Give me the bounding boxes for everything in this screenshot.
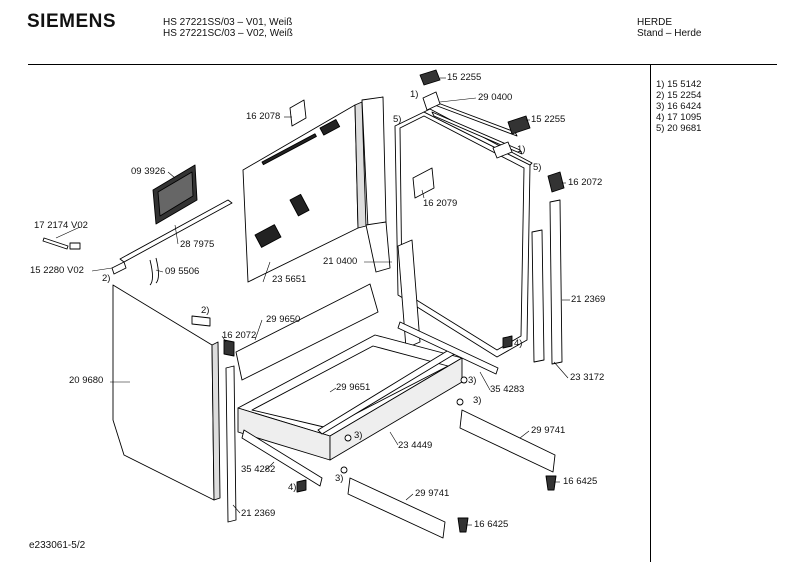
front-strip-left: [225, 365, 237, 523]
callout-label: 4): [288, 482, 297, 493]
screw: [460, 376, 468, 384]
part-label: 35 4282: [241, 464, 276, 475]
part-label: 29 9741: [531, 425, 566, 436]
top-rail-inner: [431, 111, 523, 155]
callout-label: 5): [533, 162, 542, 173]
callout-label: 1): [410, 89, 419, 100]
legend-item-5: 5) 20 9681: [656, 123, 702, 134]
legend-item-3: 3) 16 6424: [656, 101, 702, 112]
category-line-1: HERDE: [637, 17, 673, 28]
callout-label: 3): [468, 375, 477, 386]
part-label: 21 2369: [571, 294, 606, 305]
part-label: 35 4283: [490, 384, 525, 395]
callout-label: 1): [517, 144, 526, 155]
callout-label: 3): [473, 395, 482, 406]
guide-rail-left: [241, 429, 323, 487]
part-label: 29 0400: [478, 92, 513, 103]
pin-part: [42, 237, 69, 250]
drawing-reference: e233061-5/2: [29, 540, 86, 551]
top-clip: [422, 91, 441, 111]
back-panel: [242, 101, 367, 283]
wire-clip: [149, 257, 159, 286]
part-label: 28 7975: [180, 239, 215, 250]
part-label: 23 5651: [272, 274, 307, 285]
front-crossbar: [235, 283, 379, 381]
part-label: 29 9650: [266, 314, 301, 325]
callout-label: 3): [335, 473, 344, 484]
base-frame: [237, 334, 463, 461]
screw: [340, 466, 348, 474]
part-label: 16 2072: [568, 177, 603, 188]
legend-item-1: 1) 15 5142: [656, 79, 702, 90]
part-label: 09 3926: [131, 166, 166, 177]
foot-rail-right: [459, 409, 556, 473]
part-label: 16 2072: [222, 330, 257, 341]
foot-left: [457, 517, 469, 533]
back-rail-foot: [365, 221, 391, 273]
part-label: 09 5506: [165, 266, 200, 277]
screw: [344, 434, 352, 442]
right-strip-inner: [531, 229, 545, 363]
part-label: 21 2369: [241, 508, 276, 519]
part-label: 15 2255: [447, 72, 482, 83]
part-label: 15 2280 V02: [30, 265, 84, 276]
part-label: 16 2079: [423, 198, 458, 209]
callout-label: 2): [102, 273, 111, 284]
part-label: 20 9680: [69, 375, 104, 386]
part-label: 17 2174 V02: [34, 220, 88, 231]
callout-label: 5): [393, 114, 402, 125]
header-rule: [28, 64, 777, 65]
brand-logo: SIEMENS: [27, 11, 117, 32]
part-label: 29 9651: [336, 382, 371, 393]
legend-separator: [650, 65, 651, 562]
part-label: 23 4449: [398, 440, 433, 451]
hinge-bracket: [492, 141, 513, 159]
hinge-right: [547, 171, 565, 193]
clip-part: [111, 261, 127, 275]
hinge-block: [223, 339, 235, 357]
screw: [456, 398, 464, 406]
legend-item-4: 4) 17 1095: [656, 112, 702, 123]
hinge-top-right: [507, 115, 531, 135]
leader-lines: [55, 77, 570, 526]
part-label: 21 0400: [323, 256, 358, 267]
part-label: 16 6425: [474, 519, 509, 530]
left-side-panel: [112, 284, 221, 501]
part-label: 15 2255: [531, 114, 566, 125]
part-label: 16 2078: [246, 111, 281, 122]
clip-four-left: [296, 479, 307, 493]
model-line-1: HS 27221SS/03 – V01, Weiß: [163, 17, 293, 28]
hinge-clip: [191, 315, 211, 327]
pin-cap: [69, 242, 81, 250]
clip-four: [502, 335, 513, 349]
vent-grille: [152, 164, 198, 225]
callout-label: 3): [354, 430, 363, 441]
foot-rail-left: [347, 477, 446, 539]
model-line-2: HS 27221SC/03 – V02, Weiß: [163, 28, 293, 39]
callout-label: 2): [201, 305, 210, 316]
part-label: 29 9741: [415, 488, 450, 499]
inner-bracket: [412, 167, 435, 199]
guide-rail: [397, 321, 499, 375]
bracket-top: [289, 99, 307, 127]
category-line-2: Stand – Herde: [637, 28, 702, 39]
right-strip: [549, 199, 563, 365]
foot-right: [545, 475, 557, 491]
part-label: 16 6425: [563, 476, 598, 487]
callout-label: 4): [514, 338, 523, 349]
part-label: 23 3172: [570, 372, 605, 383]
legend-item-2: 2) 15 2254: [656, 90, 702, 101]
support-rod: [397, 239, 421, 349]
hinge-top-left: [419, 69, 441, 86]
